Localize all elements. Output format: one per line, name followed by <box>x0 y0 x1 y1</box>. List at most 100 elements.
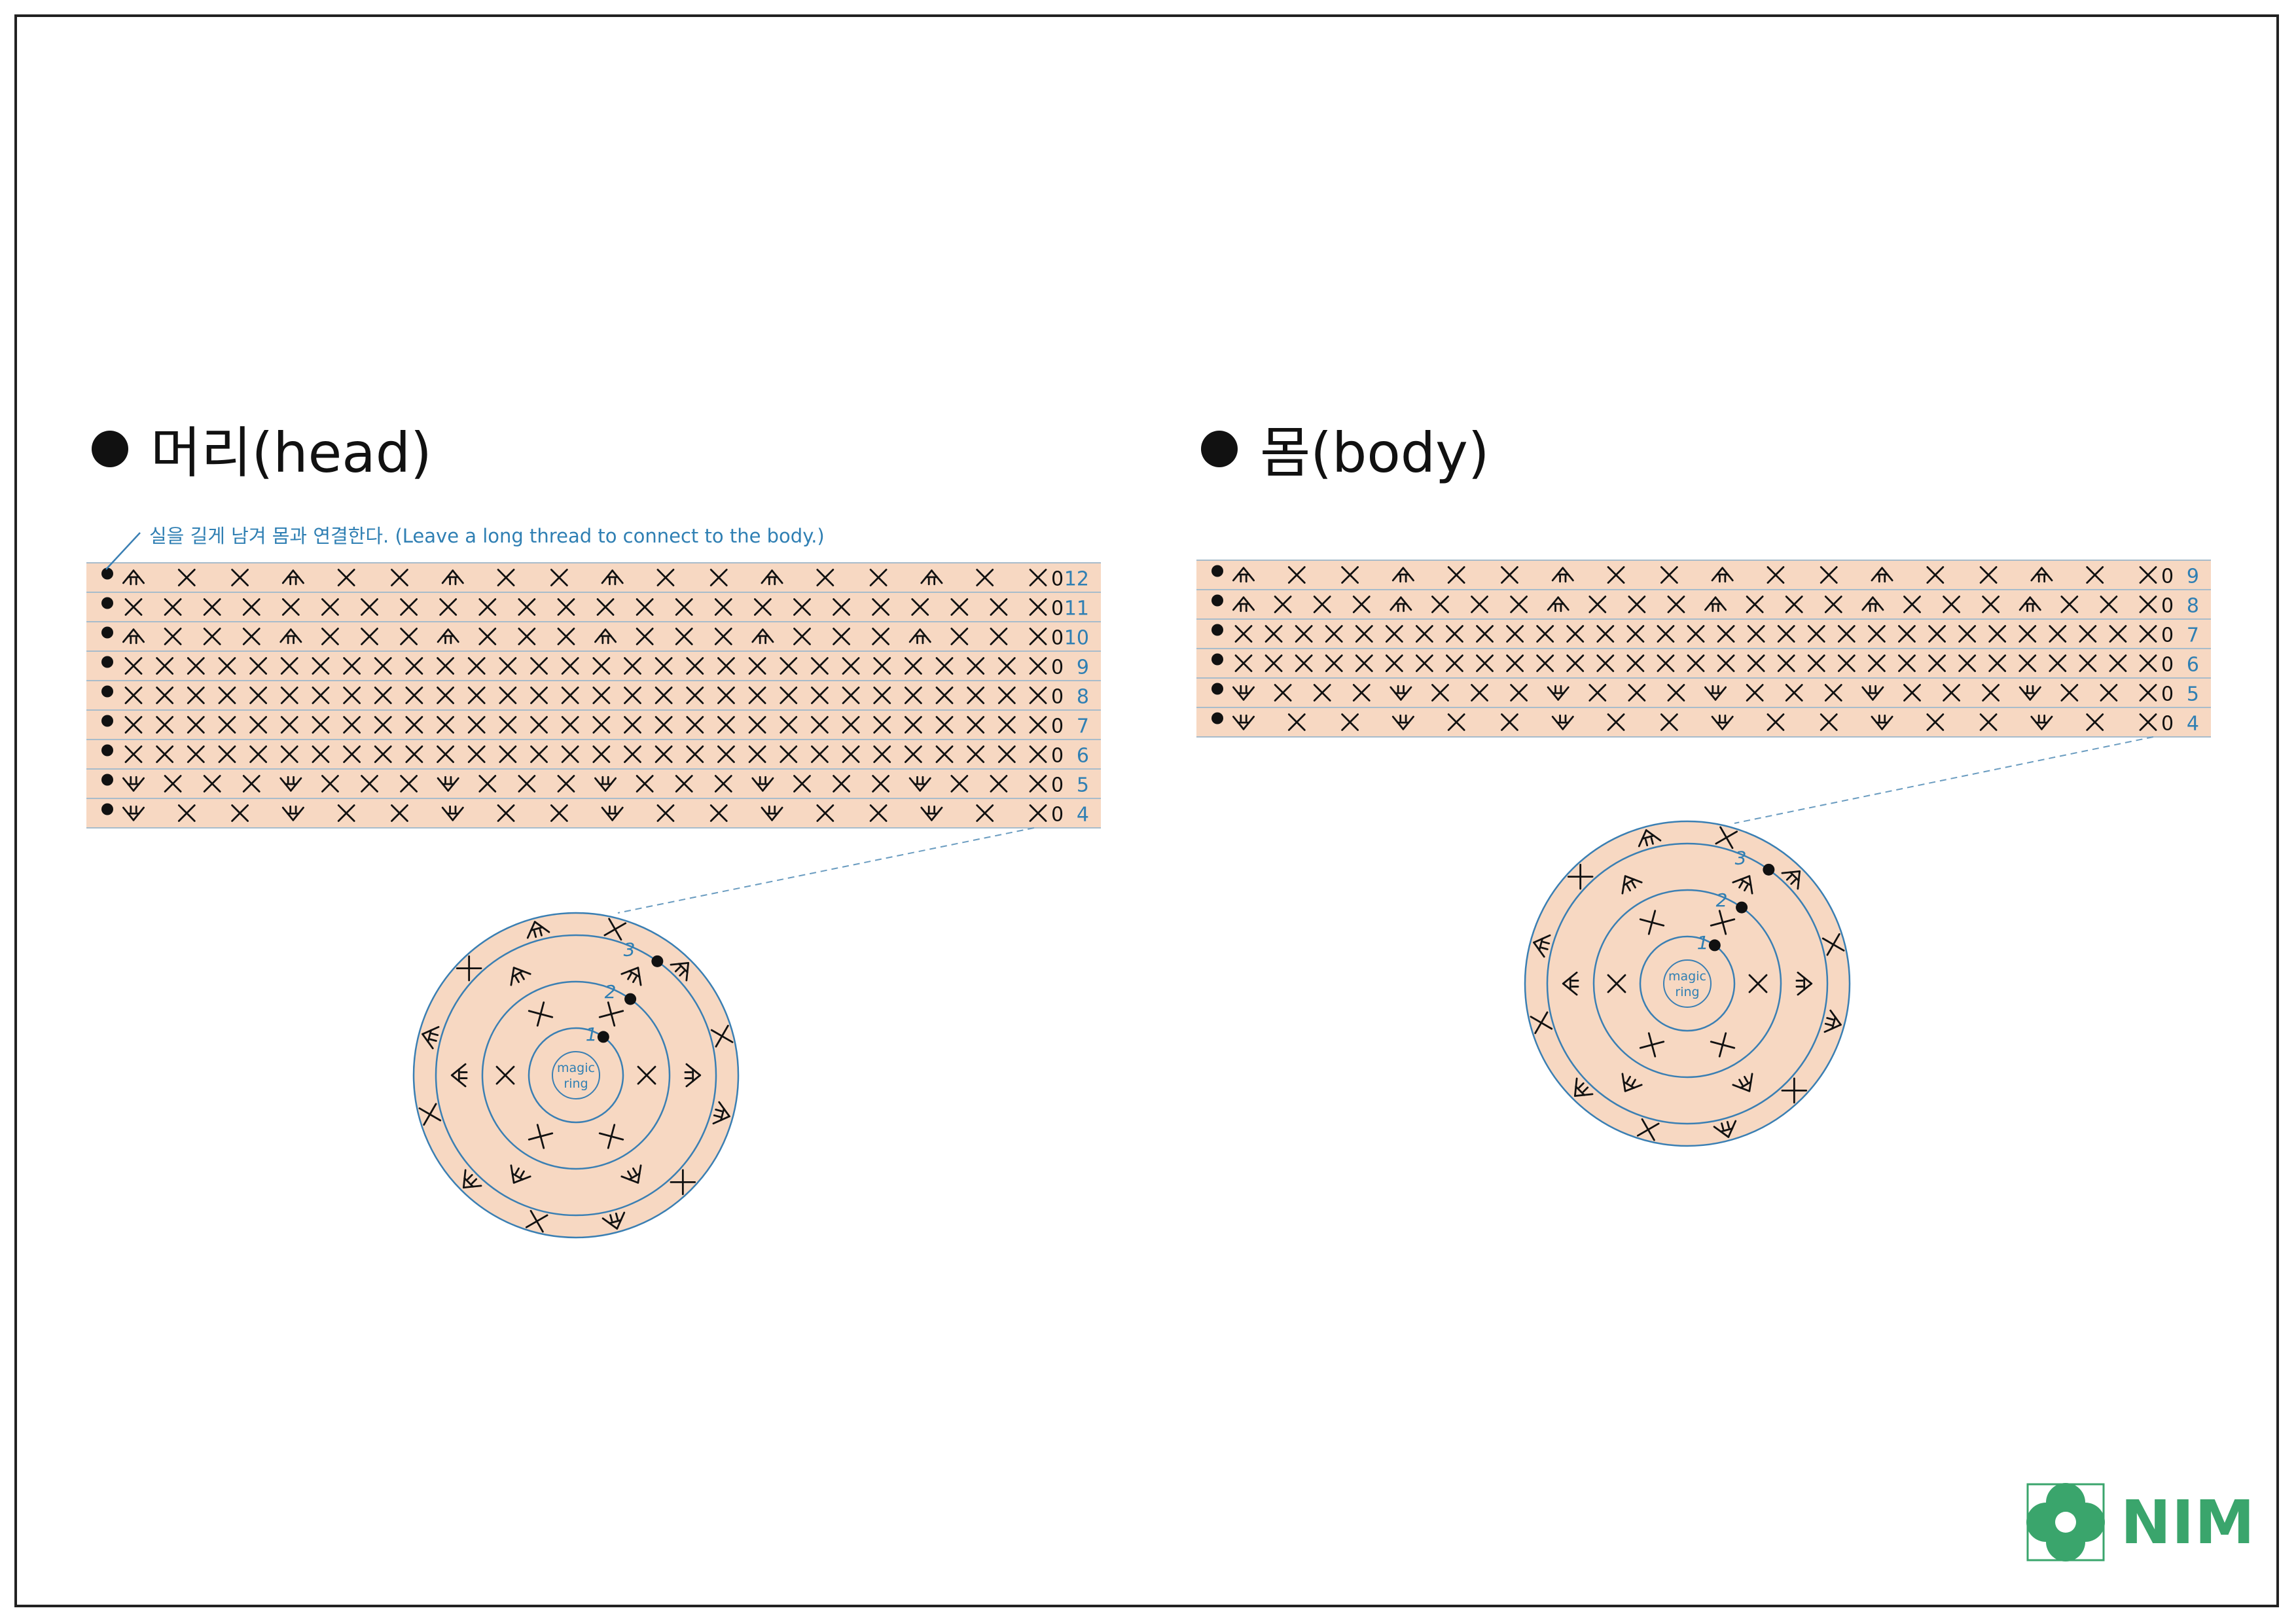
sc-stitch <box>717 745 735 763</box>
sc-stitch <box>321 775 339 793</box>
sc-stitch <box>528 1001 554 1027</box>
row-number-label: 7 <box>1077 715 1089 738</box>
sc-stitch <box>1355 654 1373 672</box>
sc-stitch <box>1029 657 1047 675</box>
dec2-stitch <box>1547 685 1570 701</box>
sc-stitch <box>495 1065 515 1085</box>
sc-stitch <box>561 745 579 763</box>
sc-stitch <box>603 918 627 941</box>
inc-stitch <box>684 1063 702 1088</box>
round-ring <box>481 980 671 1170</box>
sc-stitch <box>714 628 732 645</box>
sc-stitch <box>1355 625 1373 643</box>
round-ring <box>1592 889 1782 1079</box>
sc-stitch <box>686 716 704 734</box>
sc-stitch <box>1287 566 1306 584</box>
sc-stitch <box>557 598 575 616</box>
sc-stitch <box>2049 654 2067 672</box>
sc-stitch <box>2109 625 2127 643</box>
sc-stitch <box>187 716 205 734</box>
sc-stitch <box>1566 654 1585 672</box>
chain-zero-mark: 0 <box>1051 715 1064 738</box>
sc-stitch <box>2100 684 2118 702</box>
dec2-stitch <box>441 805 464 821</box>
sc-stitch <box>203 598 221 616</box>
sc-stitch <box>418 1103 442 1126</box>
sc-stitch <box>124 598 143 616</box>
sc-stitch <box>636 628 654 645</box>
inc-stitch <box>1573 1077 1594 1097</box>
sc-stitch <box>405 745 423 763</box>
sc-stitch <box>656 804 675 822</box>
sc-stitch <box>1821 933 1845 956</box>
dec2-stitch <box>1232 685 1255 701</box>
slip-stitch-dot <box>101 744 113 757</box>
inc-stitch <box>1795 971 1813 996</box>
sc-stitch <box>374 657 392 675</box>
magic-ring-circle <box>1663 959 1712 1008</box>
sc-stitch <box>1746 684 1764 702</box>
row-number-label: 10 <box>1064 627 1089 650</box>
sc-stitch <box>1274 684 1292 702</box>
dec2-stitch <box>594 776 617 792</box>
sc-stitch <box>1626 654 1645 672</box>
sc-stitch <box>281 598 300 616</box>
sc-stitch <box>592 745 611 763</box>
sc-stitch <box>467 716 486 734</box>
slip-stitch-dot <box>101 597 113 609</box>
inc2-stitch <box>437 628 459 645</box>
sc-stitch <box>1447 713 1465 731</box>
sc-stitch <box>1029 804 1047 822</box>
sc-stitch <box>497 804 515 822</box>
sc-stitch <box>1325 625 1343 643</box>
sc-stitch <box>2139 684 2157 702</box>
sc-stitch <box>1926 713 1945 731</box>
sc-stitch <box>203 775 221 793</box>
sc-stitch <box>655 687 673 704</box>
sc-stitch <box>1029 745 1047 763</box>
sc-stitch <box>231 804 249 822</box>
sc-stitch <box>1979 566 1998 584</box>
sc-stitch <box>361 598 378 616</box>
sc-stitch <box>1029 598 1047 616</box>
inc2-stitch <box>908 628 931 645</box>
sc-stitch <box>842 687 860 704</box>
row-number-label: 6 <box>1077 745 1089 768</box>
sc-stitch <box>1824 596 1842 613</box>
dec2-stitch <box>1711 714 1734 730</box>
sc-stitch <box>1943 596 1960 613</box>
sc-stitch <box>967 657 985 675</box>
sc-stitch <box>1287 713 1306 731</box>
sc-stitch <box>497 569 515 586</box>
sc-stitch <box>592 687 611 704</box>
sc-stitch <box>904 745 922 763</box>
sc-stitch <box>164 775 182 793</box>
body-round-fill <box>1524 820 1851 1147</box>
dec2-stitch <box>1861 685 1884 701</box>
inc2-stitch <box>601 569 624 586</box>
sc-stitch <box>1820 713 1838 731</box>
row-number-label: 5 <box>2187 683 2199 706</box>
sc-stitch <box>1352 684 1371 702</box>
sc-stitch <box>312 687 330 704</box>
sc-stitch <box>156 745 174 763</box>
sc-stitch <box>124 745 143 763</box>
slip-stitch-dot <box>624 993 637 1005</box>
sc-stitch <box>1807 625 1825 643</box>
sc-stitch <box>1596 654 1615 672</box>
sc-stitch <box>675 628 693 645</box>
flower-logo-icon <box>2026 1483 2105 1561</box>
sc-stitch <box>1536 654 1554 672</box>
slip-stitch-dot <box>1211 653 1223 666</box>
chain-zero-mark: 0 <box>1051 745 1064 768</box>
sc-stitch <box>525 1209 548 1233</box>
dec2-stitch <box>908 776 931 792</box>
slip-stitch-dot <box>1736 901 1748 914</box>
